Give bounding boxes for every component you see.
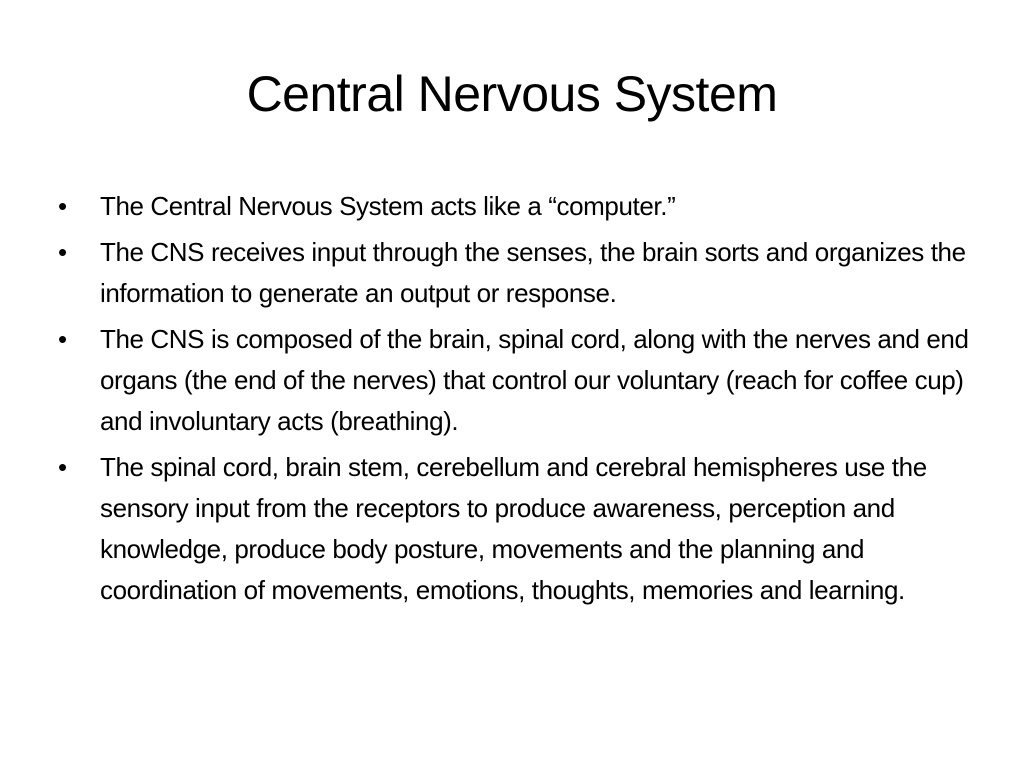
bullet-icon: • (58, 452, 67, 482)
bullet-item-4: • The spinal cord, brain stem, cerebellu… (58, 447, 978, 611)
bullet-list: • The Central Nervous System acts like a… (58, 186, 978, 616)
bullet-icon: • (58, 324, 67, 354)
slide-title: Central Nervous System (246, 66, 778, 122)
bullet-item-3: • The CNS is composed of the brain, spin… (58, 319, 978, 442)
bullet-item-1: • The Central Nervous System acts like a… (58, 186, 978, 227)
bullet-item-2: • The CNS receives input through the sen… (58, 232, 978, 314)
bullet-text: The Central Nervous System acts like a “… (100, 191, 676, 221)
bullet-text: The CNS is composed of the brain, spinal… (100, 324, 969, 436)
bullet-icon: • (58, 237, 67, 267)
bullet-icon: • (58, 191, 67, 221)
bullet-text: The CNS receives input through the sense… (100, 237, 966, 308)
bullet-text: The spinal cord, brain stem, cerebellum … (100, 452, 927, 605)
